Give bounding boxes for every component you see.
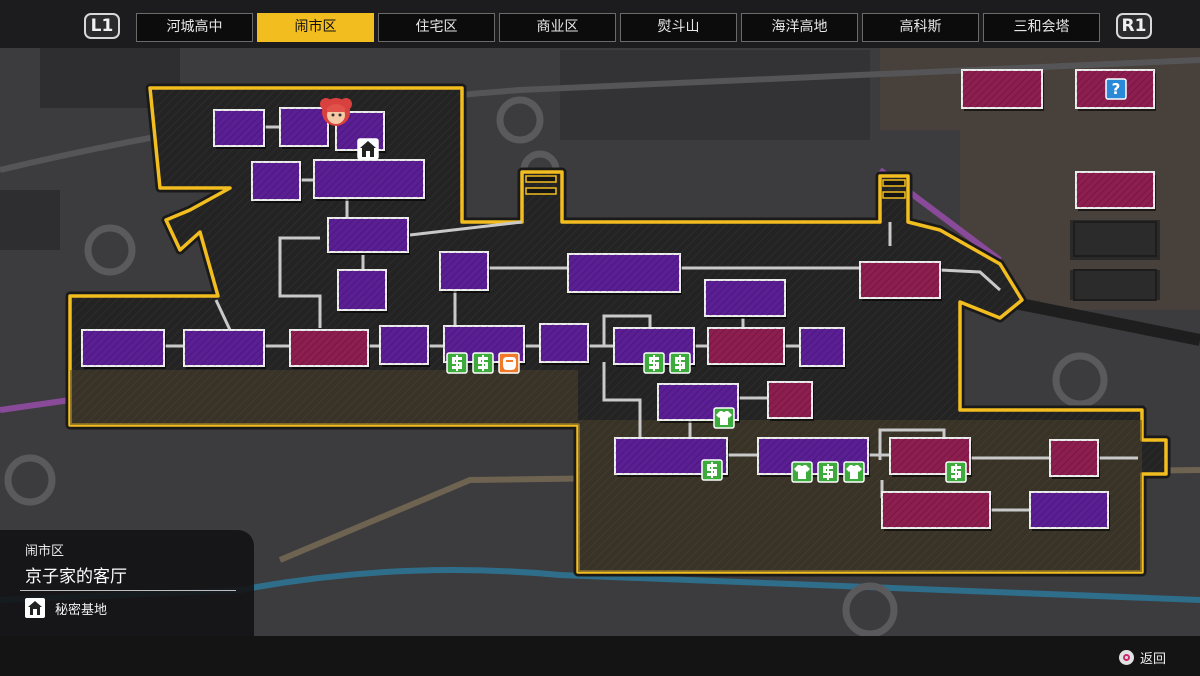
room-texture xyxy=(338,270,386,310)
room-texture xyxy=(184,330,264,366)
room-texture xyxy=(252,162,300,200)
room-texture xyxy=(214,110,264,146)
district-tab-bar: L1 河城高中闹市区住宅区商业区熨斗山海洋高地高科斯三和会塔 R1 xyxy=(0,0,1200,48)
room-texture xyxy=(1030,492,1108,528)
road-line xyxy=(998,294,1200,346)
corridor-path xyxy=(278,236,322,328)
room-name: 京子家的客厅 xyxy=(25,567,127,587)
room-texture xyxy=(440,252,488,290)
tab-district-5[interactable]: 海洋高地 xyxy=(741,13,858,42)
corridor-path xyxy=(409,220,523,237)
l1-shoulder-button[interactable]: L1 xyxy=(84,13,120,39)
shop-icon xyxy=(643,352,665,374)
room-texture xyxy=(860,262,940,298)
room-texture xyxy=(568,254,680,292)
room-texture xyxy=(290,330,368,366)
divider xyxy=(20,590,236,591)
tab-district-0[interactable]: 河城高中 xyxy=(136,13,253,42)
corridor-paths xyxy=(164,125,1138,512)
mystery-icon: ? xyxy=(1105,78,1127,100)
footer-bar: 返回 xyxy=(0,636,1200,676)
corridor-path xyxy=(602,314,652,346)
map-icons: ? xyxy=(320,78,1127,483)
station-ring xyxy=(842,582,898,638)
circle-button-icon xyxy=(1118,650,1134,665)
shop-icon xyxy=(945,461,967,483)
station-ring xyxy=(1052,352,1108,408)
room-texture xyxy=(1076,172,1154,208)
clothing-icon xyxy=(791,461,813,483)
station-ring xyxy=(4,454,56,506)
back-button[interactable]: 返回 xyxy=(1118,648,1166,667)
house-icon xyxy=(25,598,45,618)
dojo-icon xyxy=(498,352,520,374)
entrance-marker xyxy=(525,175,557,183)
city-block xyxy=(0,190,60,250)
shop-icon xyxy=(669,352,691,374)
room-texture xyxy=(705,280,785,316)
transit-line xyxy=(0,397,71,413)
room-locked xyxy=(1073,269,1157,301)
room-texture xyxy=(380,326,428,364)
room-texture xyxy=(800,328,844,366)
entrance-marker xyxy=(882,191,906,199)
clothing-icon xyxy=(713,407,735,429)
tab-district-6[interactable]: 高科斯 xyxy=(862,13,979,42)
rooms xyxy=(81,69,1157,531)
station-ring xyxy=(84,224,136,276)
player-marker-icon xyxy=(320,98,352,126)
room-texture xyxy=(540,324,588,362)
corridor-path xyxy=(939,268,1002,292)
tab-district-2[interactable]: 住宅区 xyxy=(378,13,495,42)
tab-district-4[interactable]: 熨斗山 xyxy=(620,13,737,42)
shop-icon xyxy=(446,352,468,374)
corridor-path xyxy=(602,362,642,438)
room-texture xyxy=(314,160,424,198)
entrance-marker xyxy=(882,179,906,187)
svg-text:?: ? xyxy=(1112,80,1121,98)
shop-icon xyxy=(472,352,494,374)
corridor-path xyxy=(214,299,232,331)
house-icon xyxy=(357,138,379,160)
district-name: 闹市区 xyxy=(25,544,65,559)
r1-shoulder-button[interactable]: R1 xyxy=(1116,13,1152,39)
corridor-path xyxy=(878,428,946,460)
room-texture xyxy=(328,218,408,252)
room-texture xyxy=(82,330,164,366)
entrance-marker xyxy=(525,187,557,195)
room-texture xyxy=(962,70,1042,108)
room-texture xyxy=(882,492,990,528)
location-info-panel: 闹市区 京子家的客厅 秘密基地 xyxy=(0,530,254,636)
tab-district-3[interactable]: 商业区 xyxy=(499,13,616,42)
shop-icon xyxy=(817,461,839,483)
tab-district-1[interactable]: 闹市区 xyxy=(257,13,374,42)
shop-icon xyxy=(701,459,723,481)
clothing-icon xyxy=(843,461,865,483)
station-ring xyxy=(496,96,544,144)
room-texture xyxy=(708,328,784,364)
room-texture xyxy=(1050,440,1098,476)
room-texture xyxy=(280,108,328,146)
city-block xyxy=(560,50,870,140)
legend-item: 秘密基地 xyxy=(25,598,107,618)
room-locked xyxy=(1073,221,1157,257)
room-texture xyxy=(768,382,812,418)
tab-district-7[interactable]: 三和会塔 xyxy=(983,13,1100,42)
back-label: 返回 xyxy=(1139,652,1166,667)
transit-line xyxy=(0,567,1200,603)
legend-label: 秘密基地 xyxy=(55,602,108,618)
